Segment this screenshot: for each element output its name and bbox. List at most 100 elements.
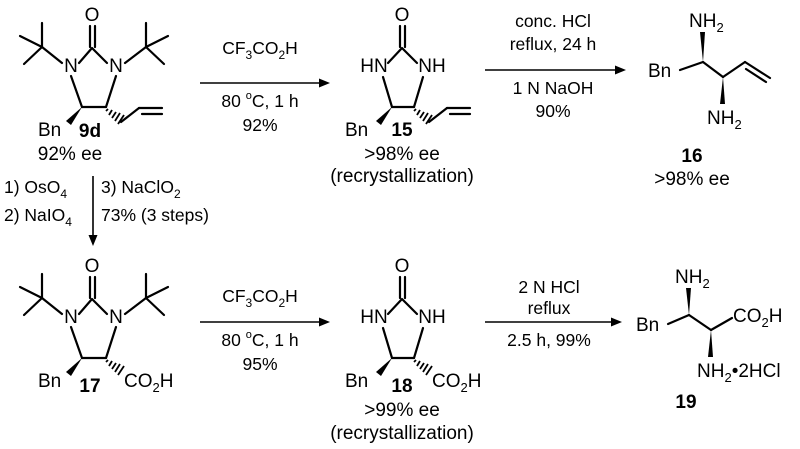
bond bbox=[123, 45, 148, 65]
bond bbox=[123, 296, 148, 316]
ee-15: >98% ee bbox=[364, 144, 440, 165]
bond bbox=[69, 325, 84, 360]
atom-n: N bbox=[109, 56, 123, 77]
reagent-naclo2: 3) NaClO2 bbox=[101, 177, 181, 201]
bond bbox=[381, 326, 394, 360]
compound-number-15: 15 bbox=[391, 120, 413, 141]
atom-nh2: NH2 bbox=[689, 11, 724, 35]
atom-bn: Bn bbox=[38, 371, 61, 392]
compound-17: O N N Bn CO2H 17 bbox=[18, 256, 173, 397]
bond bbox=[687, 313, 713, 332]
bond bbox=[381, 75, 394, 109]
atom-bn: Bn bbox=[648, 61, 671, 82]
bond bbox=[386, 297, 419, 316]
reaction-arrow-3: 1) OsO4 3) NaClO2 2) NaIO4 73% (3 steps) bbox=[4, 176, 209, 246]
compound-18: O HN NH Bn CO2H 18 >99% ee (recrystalliz… bbox=[330, 256, 481, 444]
note-15: (recrystallization) bbox=[330, 166, 474, 187]
step-yield: 95% bbox=[242, 354, 277, 374]
note-18: (recrystallization) bbox=[330, 423, 474, 444]
atom-n: N bbox=[109, 307, 123, 328]
bond bbox=[412, 75, 425, 109]
reagent-2n-hcl: 2 N HCl bbox=[518, 277, 579, 297]
compound-9d: O N N Bn 9d 92% ee bbox=[18, 5, 170, 165]
atom-nh2-2hcl: NH2•2HCl bbox=[697, 361, 781, 385]
step-yield: 92% bbox=[242, 115, 277, 135]
compound-number-16: 16 bbox=[681, 146, 702, 167]
wedge-bond bbox=[720, 77, 725, 104]
reagent-conc-hcl: conc. HCl bbox=[515, 11, 591, 31]
atom-bn: Bn bbox=[636, 315, 659, 336]
atom-nh2: NH2 bbox=[675, 267, 710, 291]
atom-o: O bbox=[85, 256, 100, 277]
bond bbox=[678, 60, 705, 72]
reaction-arrow-2: conc. HCl reflux, 24 h 1 N NaOH 90% bbox=[485, 11, 626, 121]
atom-n: N bbox=[64, 307, 78, 328]
bond bbox=[386, 46, 419, 65]
reagent-oso4: 1) OsO4 bbox=[4, 177, 67, 201]
atom-bn: Bn bbox=[38, 120, 61, 141]
hashed-bond bbox=[105, 108, 125, 125]
atom-o: O bbox=[85, 5, 100, 26]
reaction-arrow-4: CF3CO2H 80 oC, 1 h 95% bbox=[200, 286, 330, 374]
reagent-naoh: 1 N NaOH bbox=[513, 78, 594, 98]
bond bbox=[104, 74, 118, 109]
bond bbox=[412, 326, 425, 360]
atom-nh: NH bbox=[418, 307, 445, 328]
bond bbox=[22, 296, 44, 317]
step-yield: 90% bbox=[535, 101, 570, 121]
bond bbox=[666, 313, 691, 326]
bond bbox=[701, 60, 725, 79]
atom-hn: HN bbox=[360, 307, 387, 328]
bond bbox=[77, 297, 109, 316]
atom-bn: Bn bbox=[345, 371, 368, 392]
conditions-time-yield: 2.5 h, 99% bbox=[507, 330, 591, 350]
bond bbox=[69, 74, 84, 109]
bond bbox=[119, 106, 141, 124]
reagent-cf3co2h: CF3CO2H bbox=[222, 38, 298, 62]
bond bbox=[709, 316, 734, 332]
hashed-bond bbox=[413, 359, 433, 376]
bond bbox=[144, 285, 170, 300]
bond bbox=[721, 60, 747, 79]
atom-o: O bbox=[395, 5, 410, 26]
reaction-arrow-5: 2 N HCl reflux 2.5 h, 99% bbox=[485, 277, 622, 350]
atom-o: O bbox=[395, 256, 410, 277]
reagent-cf3co2h: CF3CO2H bbox=[222, 286, 298, 310]
conditions-reflux: reflux, 24 h bbox=[510, 34, 597, 54]
bond bbox=[744, 67, 768, 84]
bond bbox=[427, 106, 449, 124]
compound-number-9d: 9d bbox=[79, 121, 101, 142]
compound-16: NH2 Bn NH2 16 >98% ee bbox=[648, 11, 772, 190]
wedge-bond bbox=[700, 32, 705, 62]
bond bbox=[18, 34, 44, 49]
bond bbox=[22, 45, 44, 66]
compound-number-19: 19 bbox=[675, 392, 696, 413]
bond bbox=[40, 296, 64, 316]
conditions-temp-time: 80 oC, 1 h bbox=[221, 329, 298, 350]
hashed-bond bbox=[105, 359, 125, 376]
conditions-reflux: reflux bbox=[528, 298, 571, 318]
group-co2h: CO2H bbox=[432, 371, 481, 395]
atom-n: N bbox=[64, 56, 78, 77]
bond bbox=[104, 325, 118, 360]
wedge-bond bbox=[686, 288, 691, 315]
compound-19: NH2 Bn NH2•2HCl CO2H 19 bbox=[636, 267, 782, 413]
bond bbox=[40, 45, 64, 65]
hashed-bond bbox=[413, 108, 433, 125]
ee-18: >99% ee bbox=[364, 400, 440, 421]
bond bbox=[144, 296, 166, 317]
bond bbox=[144, 34, 170, 49]
atom-bn: Bn bbox=[345, 120, 368, 141]
group-co2h: CO2H bbox=[733, 306, 782, 330]
atom-hn: HN bbox=[360, 56, 387, 77]
conditions-temp-time: 80 oC, 1 h bbox=[221, 90, 298, 111]
compound-number-18: 18 bbox=[391, 376, 412, 397]
wedge-bond bbox=[376, 358, 392, 376]
bond bbox=[144, 45, 166, 66]
ee-16: >98% ee bbox=[654, 169, 730, 190]
bond bbox=[77, 46, 109, 65]
wedge-bond bbox=[708, 330, 713, 357]
atom-nh: NH bbox=[418, 56, 445, 77]
reaction-arrow-1: CF3CO2H 80 oC, 1 h 92% bbox=[200, 38, 330, 135]
